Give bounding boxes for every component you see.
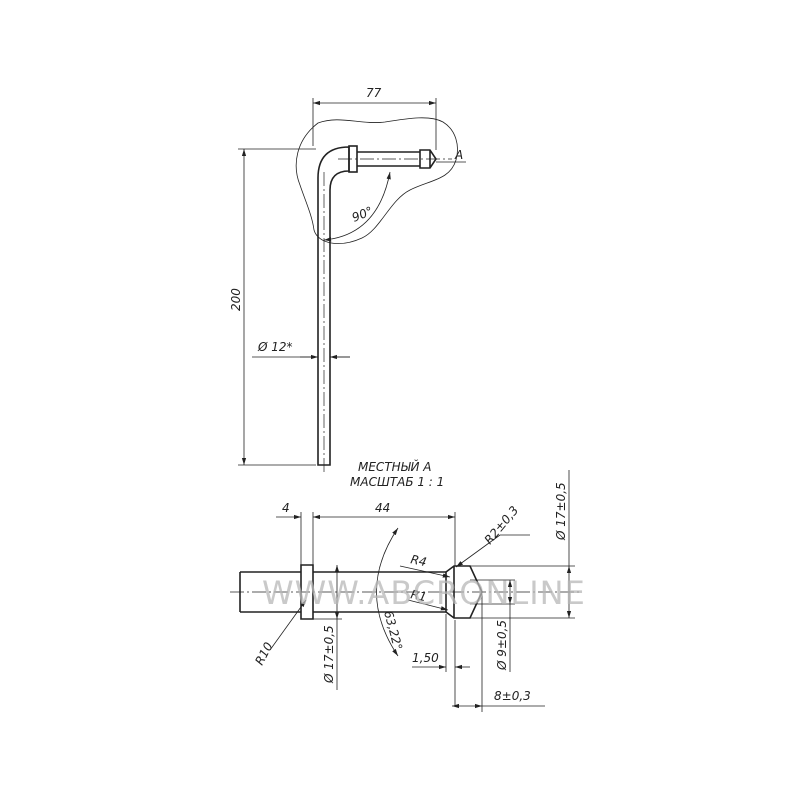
detail-title-line2: МАСШТАБ 1 : 1 <box>350 475 444 489</box>
dimension-tip-length: 8±0,3 <box>452 594 545 712</box>
dim-label-r4: R4 <box>409 552 428 569</box>
marker-label-a: A <box>454 148 463 162</box>
dim-label-d12: Ø 12* <box>257 340 293 354</box>
main-view: 77 200 Ø 12* 90° A <box>229 86 466 472</box>
watermark: WWW.ABCRONLINE <box>262 574 586 612</box>
pin-body <box>317 146 350 466</box>
dim-label-77: 77 <box>366 86 382 100</box>
dimension-4-44: 4 44 <box>276 501 456 566</box>
dimension-diameter-12: Ø 12* <box>252 340 350 360</box>
dim-label-collar-d: Ø 17±0,5 <box>322 625 336 684</box>
dimension-r4: R4 <box>399 552 451 578</box>
dim-label-200: 200 <box>229 288 243 311</box>
dim-label-63: 63,22° <box>381 609 405 652</box>
dim-label-tip-d: Ø 9±0,5 <box>495 620 509 671</box>
dim-label-44: 44 <box>375 501 390 515</box>
dimension-head-diameter: Ø 17±0,5 <box>470 470 575 619</box>
dim-label-r1: R1 <box>409 587 428 604</box>
detail-view: МЕСТНЫЙ А МАСШТАБ 1 : 1 4 44 R2±0,3 <box>230 459 580 712</box>
dim-label-head-d: Ø 17±0,5 <box>554 482 568 541</box>
dim-label-90: 90° <box>350 204 375 225</box>
dimension-200: 200 <box>229 148 316 466</box>
dim-label-r2: R2±0,3 <box>482 503 522 547</box>
dimension-r1: R1 <box>407 587 449 611</box>
dimension-77: 77 <box>312 86 437 150</box>
detail-marker-a: A <box>436 148 466 163</box>
detail-a-outline <box>295 117 458 244</box>
pin-shank <box>357 151 420 167</box>
dimension-angle-90: 90° <box>323 171 391 242</box>
dimension-1-50: 1,50 <box>412 614 470 706</box>
detail-collar-groove <box>296 571 301 613</box>
detail-title-line1: МЕСТНЫЙ А <box>358 459 432 474</box>
dim-label-tip-length: 8±0,3 <box>494 689 531 703</box>
dim-label-r10: R10 <box>252 640 276 668</box>
dimension-tip-diameter: Ø 9±0,5 <box>470 579 515 672</box>
dimension-collar-diameter: Ø 17±0,5 <box>313 565 342 690</box>
dim-label-4: 4 <box>282 501 290 515</box>
dimension-r2: R2±0,3 <box>455 503 530 568</box>
dim-label-1-50: 1,50 <box>412 651 439 665</box>
